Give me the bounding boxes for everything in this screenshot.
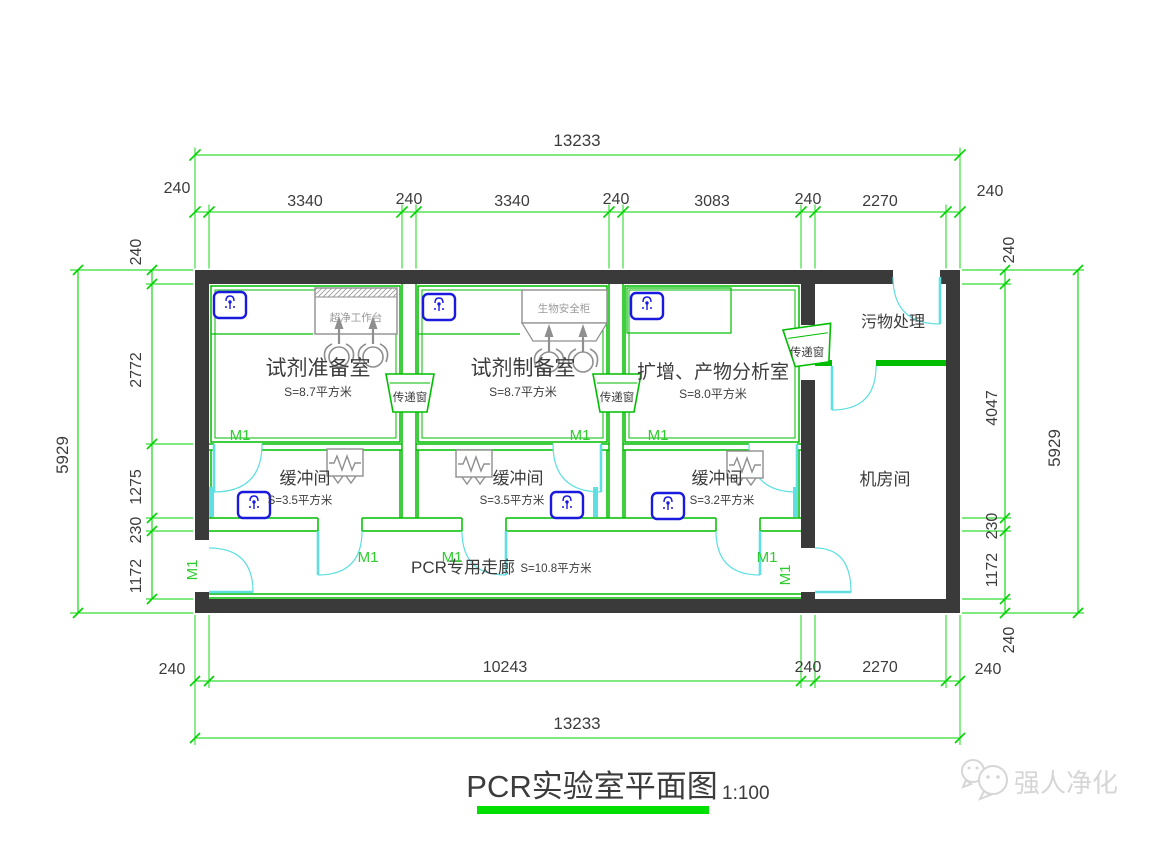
door-tag: M1 bbox=[442, 549, 463, 566]
room-buffer2-name: 缓冲间 bbox=[493, 469, 544, 488]
dim-right-3: 1172 bbox=[984, 553, 1001, 588]
dim-bottom-2: 240 bbox=[795, 659, 822, 676]
dim-right-4: 240 bbox=[1001, 627, 1018, 654]
dim-left-2: 1275 bbox=[128, 469, 145, 505]
dim-top-2: 240 bbox=[396, 191, 423, 208]
room-corridor-area: S=10.8平方米 bbox=[520, 561, 592, 575]
room-reagent-making-name: 试剂制备室 bbox=[471, 357, 576, 380]
dim-top-3: 3340 bbox=[494, 193, 530, 210]
watermark-brand: 强人净化 bbox=[1014, 768, 1118, 798]
door-tag: M1 bbox=[230, 427, 251, 444]
room-buffer2-area: S=3.5平方米 bbox=[480, 493, 545, 507]
door-tag: M1 bbox=[757, 549, 778, 566]
dim-left-0: 240 bbox=[128, 239, 145, 266]
dim-right-total: 5929 bbox=[1045, 429, 1064, 467]
dim-right-1: 4047 bbox=[984, 390, 1001, 426]
room-corridor-name: PCR专用走廊 bbox=[411, 558, 515, 577]
dim-left-1: 2772 bbox=[128, 352, 145, 388]
drawing-title: PCR实验室平面图 bbox=[466, 769, 717, 804]
door-tag: M1 bbox=[777, 565, 794, 586]
dim-top-7: 2270 bbox=[862, 193, 898, 210]
dim-right-0: 240 bbox=[1001, 237, 1018, 264]
dim-left-3: 230 bbox=[128, 517, 145, 544]
sink-reagent-prep bbox=[212, 290, 248, 320]
room-waste-name: 污物处理 bbox=[861, 313, 925, 331]
pass-window-label: 传递窗 bbox=[393, 390, 428, 404]
room-buffer3-name: 缓冲间 bbox=[692, 469, 743, 488]
title-underline bbox=[477, 806, 709, 814]
room-machine-name: 机房间 bbox=[860, 470, 911, 489]
drawing-scale: 1:100 bbox=[722, 783, 770, 804]
pass-windows: 传递窗 传递窗 传递窗 bbox=[385, 322, 837, 413]
dim-top-4: 240 bbox=[603, 191, 630, 208]
room-reagent-making-area: S=8.7平方米 bbox=[489, 384, 557, 399]
dim-top-8: 240 bbox=[977, 183, 1004, 200]
door-tag: M1 bbox=[358, 549, 379, 566]
dim-top-total: 13233 bbox=[553, 131, 600, 150]
fixtures: 超净工作台 生物安全柜 bbox=[212, 287, 764, 521]
air-filter-unit bbox=[326, 448, 364, 484]
dimension-left: 5929 240 2772 1275 230 1172 bbox=[53, 239, 193, 619]
room-reagent-prep-area: S=8.7平方米 bbox=[284, 384, 352, 399]
sink-buffer2 bbox=[549, 490, 585, 520]
door-tags: M1 M1 M1 M1 M1 M1 M1 M1 bbox=[184, 427, 794, 585]
clean-bench-label: 超净工作台 bbox=[330, 311, 383, 324]
dim-top-0: 240 bbox=[164, 180, 191, 197]
door-tag: M1 bbox=[648, 427, 669, 444]
room-buffer1-name: 缓冲间 bbox=[280, 469, 331, 488]
walls bbox=[195, 270, 960, 613]
room-labels: 试剂准备室 S=8.7平方米 试剂制备室 S=8.7平方米 扩增、产物分析室 S… bbox=[266, 313, 926, 577]
pass-window-3 bbox=[782, 322, 837, 369]
room-amplification-area: S=8.0平方米 bbox=[679, 386, 747, 401]
biosafety-cabinet-label: 生物安全柜 bbox=[538, 302, 591, 315]
dim-right-2: 230 bbox=[984, 513, 1001, 540]
sink-buffer1 bbox=[236, 490, 272, 520]
dimension-bottom: 240 10243 240 2270 240 13233 bbox=[159, 615, 1002, 745]
dim-top-5: 3083 bbox=[694, 193, 730, 210]
biosafety-cabinet: 生物安全柜 bbox=[520, 289, 609, 342]
door-tag: M1 bbox=[570, 427, 591, 444]
dim-bottom-total: 13233 bbox=[553, 714, 600, 733]
sink-buffer3 bbox=[650, 491, 686, 521]
dimension-top: 13233 240 3340 240 3340 240 3083 240 227… bbox=[164, 131, 1004, 269]
room-amplification-name: 扩增、产物分析室 bbox=[637, 361, 789, 383]
dim-left-4: 1172 bbox=[128, 559, 145, 594]
pass-window-label: 传递窗 bbox=[790, 345, 825, 359]
window-segments bbox=[209, 487, 798, 517]
dim-top-1: 3340 bbox=[287, 193, 323, 210]
title-block: PCR实验室平面图 1:100 bbox=[466, 769, 770, 814]
dim-top-6: 240 bbox=[795, 191, 822, 208]
doors bbox=[208, 276, 942, 594]
sink-reagent-making bbox=[421, 292, 457, 322]
room-reagent-prep-name: 试剂准备室 bbox=[266, 357, 371, 380]
watermark: 强人净化 bbox=[961, 759, 1118, 801]
partitions bbox=[209, 284, 946, 599]
clean-bench: 超净工作台 bbox=[314, 287, 398, 335]
chat-bubbles-icon bbox=[961, 759, 1008, 801]
room-buffer1-area: S=3.5平方米 bbox=[268, 493, 333, 507]
dim-bottom-4: 240 bbox=[975, 661, 1002, 678]
room-buffer3-area: S=3.2平方米 bbox=[690, 493, 755, 507]
dim-bottom-0: 240 bbox=[159, 661, 186, 678]
dim-bottom-3: 2270 bbox=[862, 659, 898, 676]
sink-amplification bbox=[629, 291, 665, 321]
air-filter-unit bbox=[455, 449, 493, 485]
pass-window-label: 传递窗 bbox=[600, 390, 635, 404]
dimension-right: 5929 240 4047 230 1172 240 bbox=[962, 237, 1084, 654]
dim-left-total: 5929 bbox=[53, 436, 72, 474]
dim-bottom-1: 10243 bbox=[483, 659, 528, 676]
door-tag: M1 bbox=[184, 560, 201, 581]
